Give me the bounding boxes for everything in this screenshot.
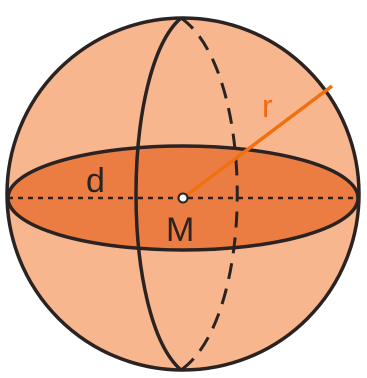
diameter-label: d xyxy=(86,162,105,200)
meridian-front-arc xyxy=(134,16,183,372)
meridian-back-arc xyxy=(180,16,239,372)
center-label: M xyxy=(166,211,194,249)
radius-line xyxy=(181,84,334,200)
radius-label: r xyxy=(262,88,273,124)
center-point xyxy=(177,192,189,204)
